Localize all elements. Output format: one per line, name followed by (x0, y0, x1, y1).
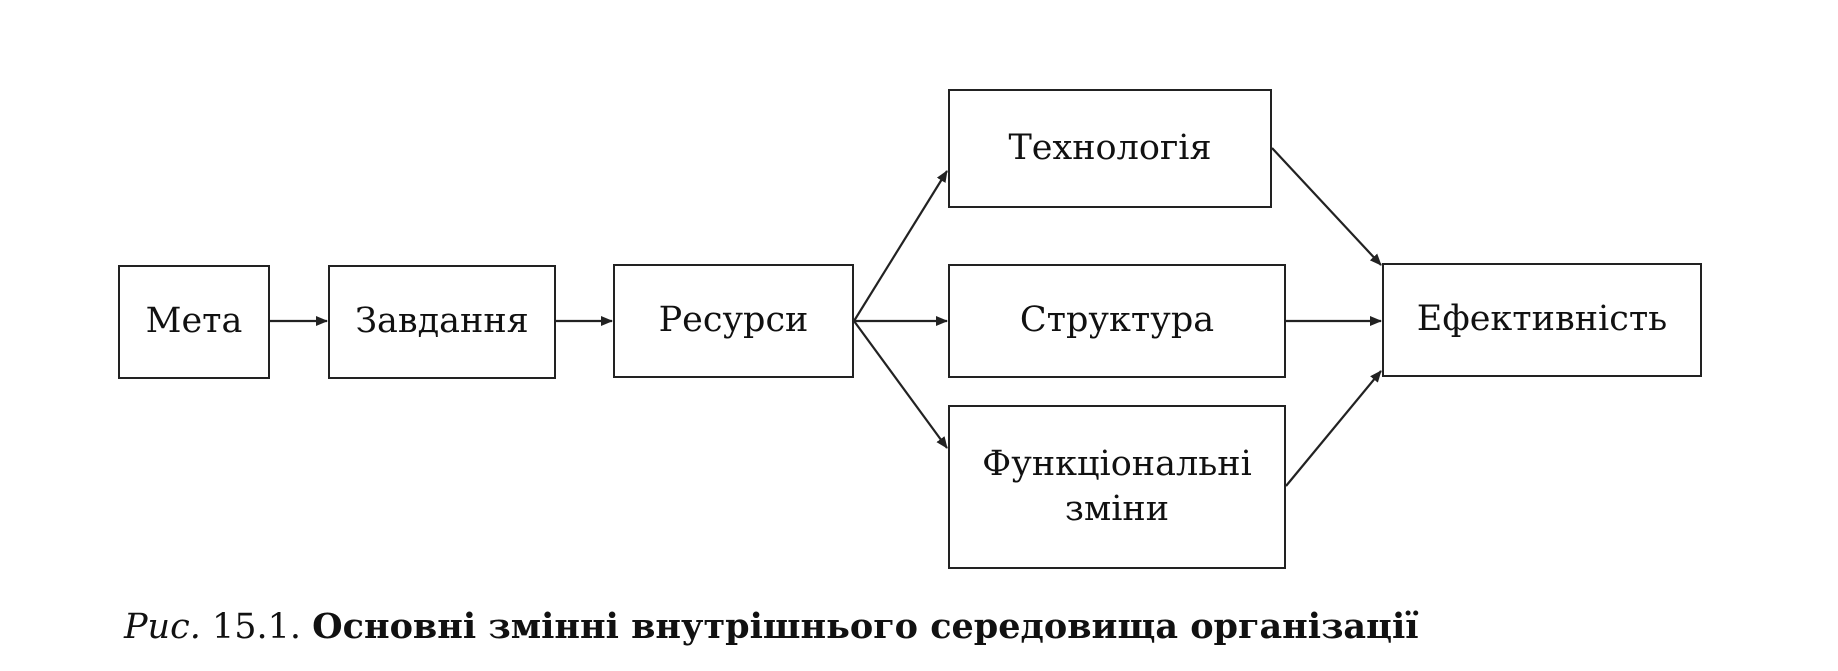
node-tasks-label: Завдання (355, 301, 529, 342)
edge-technology-to-efficiency (1271, 147, 1382, 266)
node-functional-label-line2: зміни (1064, 489, 1170, 529)
node-structure-label: Структура (1019, 300, 1215, 341)
node-technology: Технологія (948, 89, 1272, 208)
node-functional-label-line1: Функціональні (982, 443, 1252, 484)
edge-resources-to-functional (853, 320, 948, 449)
node-functional-changes: Функціональні зміни (948, 405, 1286, 569)
node-tasks: Завдання (328, 265, 556, 379)
caption-figure-label: Рис. (124, 607, 201, 647)
edge-functional-to-efficiency (1285, 370, 1382, 487)
node-efficiency: Ефективність (1382, 263, 1702, 377)
node-technology-label: Технологія (1008, 127, 1212, 168)
node-meta: Мета (118, 265, 270, 379)
edge-resources-to-technology (853, 170, 948, 322)
node-resources: Ресурси (613, 264, 854, 378)
node-efficiency-label: Ефективність (1416, 299, 1668, 340)
node-meta-label: Мета (145, 301, 243, 342)
caption-title: Основні змінні внутрішнього середовища о… (312, 606, 1419, 647)
figure-caption: Рис. 15.1. Основні змінні внутрішнього с… (124, 606, 1419, 647)
caption-figure-number: 15.1. (211, 607, 302, 647)
node-resources-label: Ресурси (658, 300, 809, 341)
node-structure: Структура (948, 264, 1286, 378)
